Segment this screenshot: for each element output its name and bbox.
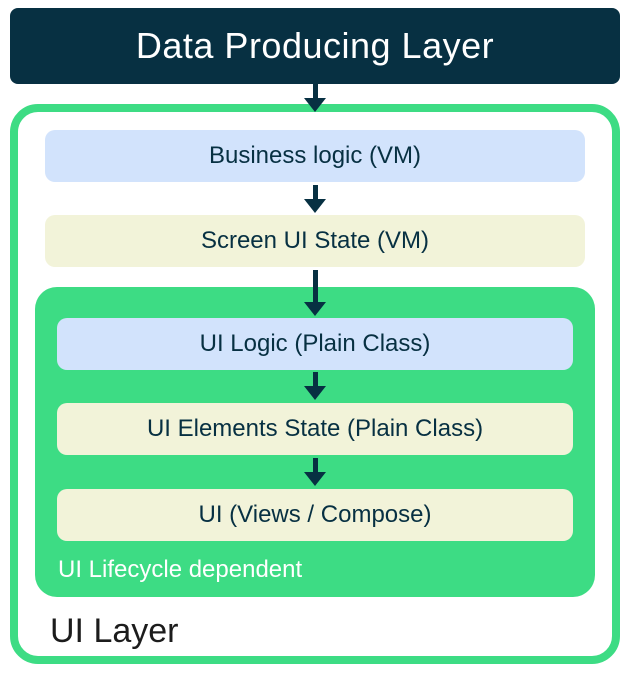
ui-logic-node: UI Logic (Plain Class) bbox=[57, 318, 573, 370]
screen-ui-state-label: Screen UI State (VM) bbox=[200, 227, 430, 254]
arrow-stem bbox=[312, 270, 318, 302]
arrow-down-icon bbox=[304, 372, 326, 400]
arrow-down-icon bbox=[304, 185, 326, 213]
data-producing-layer-box: Data Producing Layer bbox=[10, 8, 620, 84]
arrow-head bbox=[304, 98, 326, 112]
ui-elements-state-node: UI Elements State (Plain Class) bbox=[57, 403, 573, 455]
ui-layer-label: UI Layer bbox=[50, 612, 179, 650]
ui-elements-state-label: UI Elements State (Plain Class) bbox=[146, 415, 484, 442]
arrow-down-icon bbox=[304, 458, 326, 486]
arrow-stem bbox=[312, 372, 318, 386]
arrow-head bbox=[304, 199, 326, 213]
data-producing-layer-label: Data Producing Layer bbox=[135, 25, 495, 66]
arrow-stem bbox=[312, 458, 318, 472]
ui-views-compose-node: UI (Views / Compose) bbox=[57, 489, 573, 541]
arrow-head bbox=[304, 472, 326, 486]
business-logic-node: Business logic (VM) bbox=[45, 130, 585, 182]
arrow-down-icon bbox=[304, 84, 326, 112]
arrow-down-icon bbox=[304, 270, 326, 316]
arrow-head bbox=[304, 386, 326, 400]
ui-lifecycle-dependent-label: UI Lifecycle dependent bbox=[58, 556, 303, 583]
arrow-head bbox=[304, 302, 326, 316]
ui-logic-label: UI Logic (Plain Class) bbox=[199, 330, 431, 357]
arrow-stem bbox=[312, 84, 318, 98]
business-logic-label: Business logic (VM) bbox=[208, 142, 422, 169]
ui-views-compose-label: UI (Views / Compose) bbox=[198, 501, 432, 528]
screen-ui-state-node: Screen UI State (VM) bbox=[45, 215, 585, 267]
arrow-stem bbox=[312, 185, 318, 199]
